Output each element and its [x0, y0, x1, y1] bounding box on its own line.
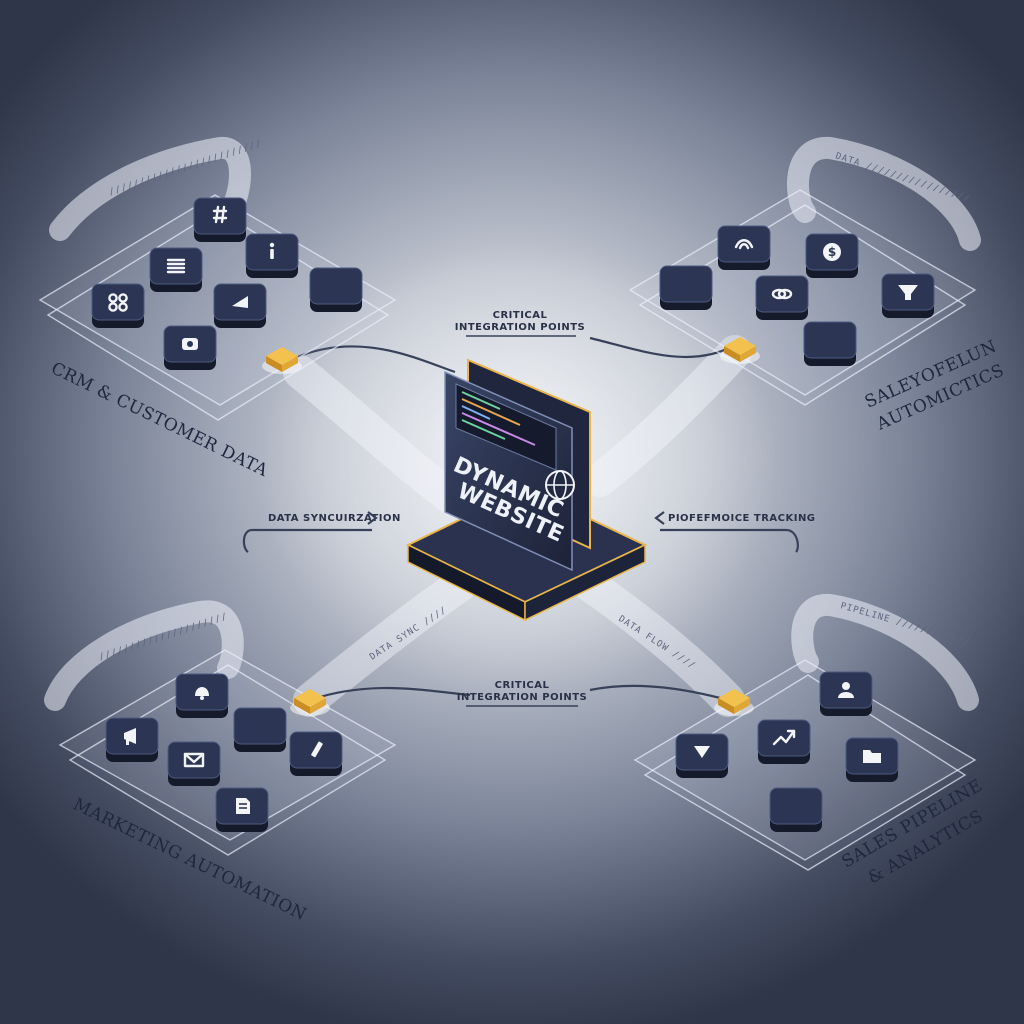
- mail-tile[interactable]: [167, 741, 221, 786]
- play-icon: [232, 296, 248, 308]
- trend-up-tile[interactable]: [757, 719, 811, 764]
- folder-tile[interactable]: [845, 737, 899, 782]
- performance-tracking-label: PIOFEFMOICE TRACKING: [668, 513, 816, 524]
- critical-bottom-line1: CRITICAL: [495, 680, 550, 691]
- annotation-performance-tracking: PIOFEFMOICE TRACKING: [654, 511, 816, 553]
- megaphone-tile[interactable]: [105, 717, 159, 762]
- megaphone-icon: [124, 728, 136, 745]
- flow-ribbons: DATA SYNC //// DATA FLOW ////: [283, 335, 752, 717]
- flow-top-left: [283, 355, 472, 517]
- document-icon: [236, 798, 250, 814]
- data-sync-label: DATA SYNCUIRZATION: [268, 513, 401, 524]
- flow-bottom-right: [573, 568, 745, 717]
- critical-top-line1: CRITICAL: [493, 310, 548, 321]
- svg-text:$: $: [828, 245, 836, 259]
- globe-icon: [545, 470, 575, 500]
- ribbon-marketing: [44, 600, 244, 711]
- ribbon-crm: [49, 137, 251, 241]
- trend-up-icon: [772, 729, 796, 746]
- dollar-tile[interactable]: $: [805, 233, 859, 278]
- plate-marketing-back: [58, 649, 397, 841]
- funnel-icon: [898, 285, 918, 300]
- dollar-icon: $: [823, 243, 841, 261]
- download-icon: [694, 746, 710, 758]
- tile-layer: $: [91, 197, 935, 832]
- ribbon-sales-automation: [787, 137, 981, 251]
- ribbon-pipeline: [791, 594, 979, 711]
- connector-lines: [294, 336, 736, 702]
- bell-tile[interactable]: [175, 673, 229, 718]
- dots-grid-tile[interactable]: [91, 283, 145, 328]
- camera-icon: [182, 338, 198, 350]
- blank-tile[interactable]: [233, 707, 287, 752]
- gold-node-layer: [262, 337, 760, 716]
- folder-icon: [863, 750, 881, 763]
- dots-grid-icon: [108, 293, 128, 312]
- annotation-critical-bottom: CRITICAL INTEGRATION POINTS: [457, 680, 587, 707]
- pen-icon: [311, 741, 323, 758]
- annotation-data-sync: DATA SYNCUIRZATION: [242, 511, 401, 553]
- download-tile[interactable]: [675, 733, 729, 778]
- pen-tile[interactable]: [289, 731, 343, 776]
- hashtag-icon: [212, 205, 228, 224]
- hub-base-right: [524, 543, 646, 622]
- code-lines: [461, 391, 536, 446]
- info-tile[interactable]: [245, 233, 299, 278]
- mail-icon: [183, 752, 205, 768]
- blank-tile[interactable]: [803, 321, 857, 366]
- hub-code-screen: [455, 383, 557, 471]
- critical-top-line2: INTEGRATION POINTS: [455, 322, 585, 333]
- bell-icon: [195, 687, 209, 700]
- gold-node-crm[interactable]: [262, 347, 302, 374]
- user-tile[interactable]: [819, 671, 873, 716]
- link-tile[interactable]: [755, 275, 809, 320]
- dynamic-website-hub[interactable]: DYNAMIC WEBSITE: [405, 358, 648, 622]
- gold-node-marketing[interactable]: [290, 689, 330, 716]
- play-tile[interactable]: [213, 283, 267, 328]
- blank-tile[interactable]: [659, 265, 713, 310]
- signal-tile[interactable]: [717, 225, 771, 270]
- user-icon: [838, 682, 854, 698]
- blank-tile[interactable]: [309, 267, 363, 312]
- document-tile[interactable]: [215, 787, 269, 832]
- signal-icon: [734, 239, 754, 250]
- gold-node-sales-automation[interactable]: [720, 337, 760, 364]
- gold-node-pipeline[interactable]: [714, 689, 754, 716]
- link-icon: [771, 288, 793, 300]
- info-icon: [269, 242, 275, 259]
- blank-tile[interactable]: [769, 787, 823, 832]
- funnel-tile[interactable]: [881, 273, 935, 318]
- list-tile[interactable]: [149, 247, 203, 292]
- critical-bottom-line2: INTEGRATION POINTS: [457, 692, 587, 703]
- hashtag-tile[interactable]: [193, 197, 247, 242]
- annotation-critical-top: CRITICAL INTEGRATION POINTS: [455, 310, 585, 337]
- list-icon: [166, 258, 186, 274]
- svg-text:DATA /////////////////: DATA /////////////////: [834, 151, 971, 204]
- flow-bottom-left: [293, 568, 477, 717]
- camera-tile[interactable]: [163, 325, 217, 370]
- flow-top-right: [583, 335, 752, 497]
